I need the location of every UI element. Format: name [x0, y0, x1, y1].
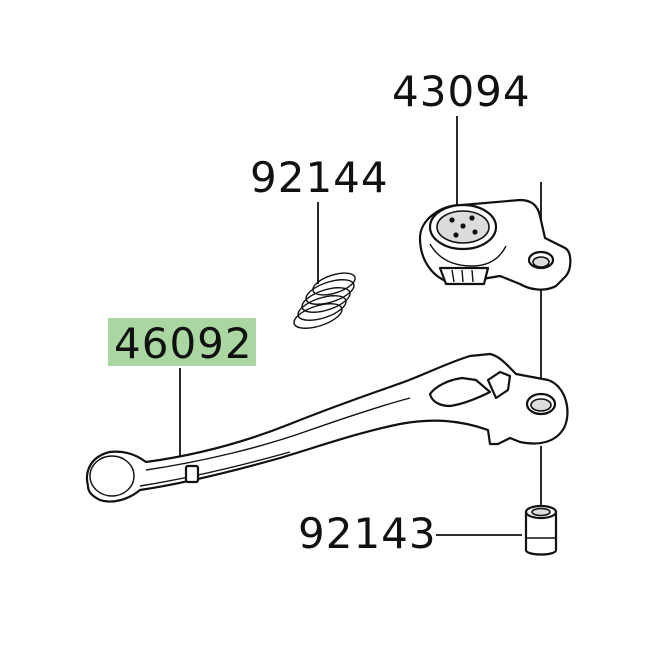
part-number-46092[interactable]: 46092 [114, 319, 253, 368]
part-number-highlight [108, 318, 256, 366]
part-number-43094[interactable]: 43094 [392, 67, 531, 116]
adjuster-bracket-drawing [418, 198, 572, 291]
part-number-92143[interactable]: 92143 [298, 509, 437, 558]
lever-drawing [85, 352, 569, 503]
part-number-92144[interactable]: 92144 [250, 153, 389, 202]
collar-drawing [524, 504, 558, 556]
spring-drawing [293, 272, 356, 329]
